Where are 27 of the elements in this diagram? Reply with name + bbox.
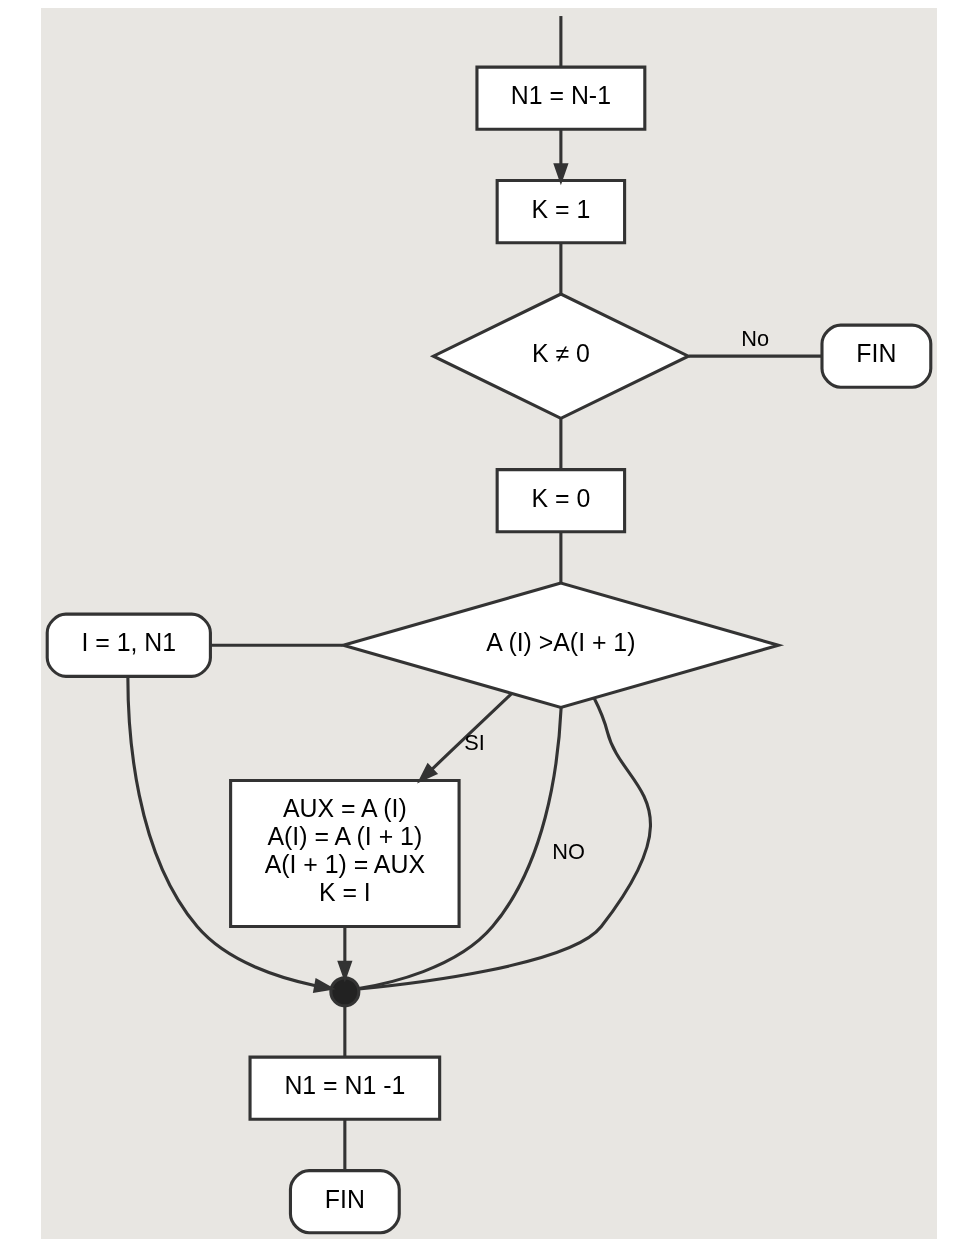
node-box: I = 1, N1 [45, 612, 212, 678]
node-box: AUX = A (I) A(I) = A (I + 1) A(I + 1) = AUX K = I [229, 778, 461, 929]
connector [210, 643, 343, 647]
edge-label: SI [464, 729, 485, 755]
node-box: N1 = N-1 [475, 65, 647, 131]
connector [343, 1006, 347, 1057]
connector [688, 354, 822, 358]
node-circle [329, 976, 361, 1008]
connector [559, 532, 563, 583]
arrow [337, 926, 353, 983]
node-box: FIN [288, 1169, 401, 1235]
connector [358, 707, 563, 990]
node-box: N1 = N1 -1 [248, 1055, 442, 1121]
node-box: K = 1 [495, 179, 627, 245]
arrow [553, 129, 569, 186]
node-box: FIN [820, 323, 933, 389]
arrow [417, 692, 513, 784]
connector [559, 418, 563, 470]
node-diamond: K ≠ 0 [429, 292, 692, 421]
connector [559, 243, 563, 294]
edge-label: NO [552, 839, 585, 865]
node-box: K = 0 [495, 468, 627, 534]
arrow [126, 676, 336, 993]
connector [343, 1119, 347, 1171]
connector [559, 16, 563, 67]
edge-label: No [741, 325, 770, 351]
connector [358, 697, 652, 991]
